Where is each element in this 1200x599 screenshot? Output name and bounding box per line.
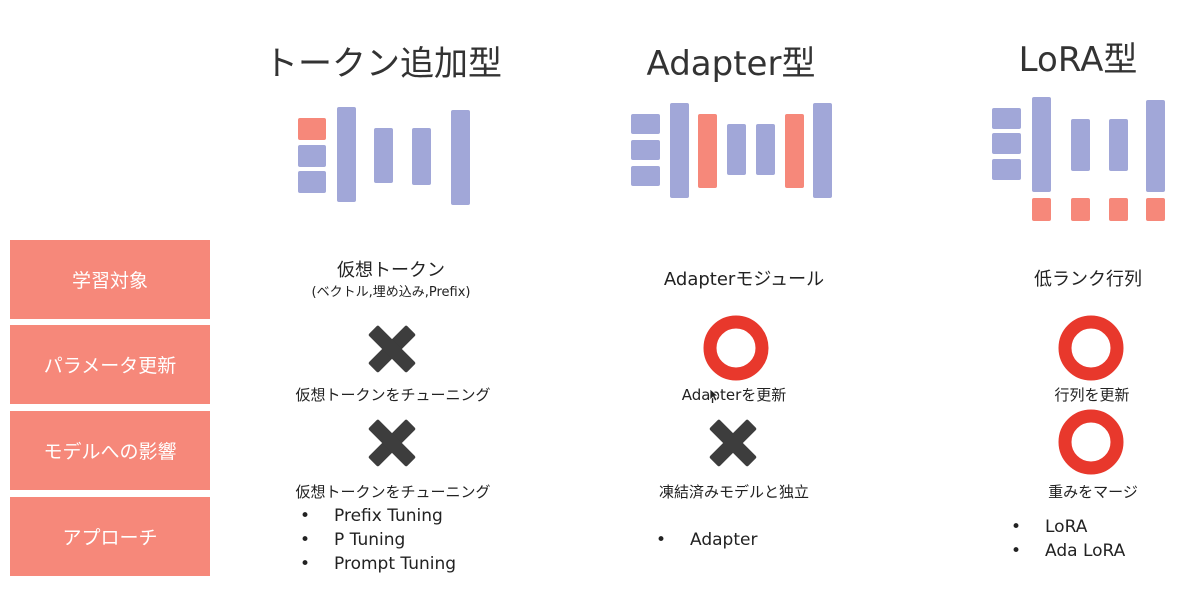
token-block (631, 140, 660, 160)
layer-bar (451, 110, 470, 205)
list-item: LoRA (1011, 515, 1125, 539)
list-item: Prefix Tuning (300, 504, 456, 528)
token-block (298, 145, 326, 167)
lora-matrix-block (1071, 198, 1090, 221)
mouse-cursor-icon (709, 388, 719, 402)
influence-caption-adapter: 凍結済みモデルと独立 (658, 483, 810, 501)
layer-bar (1146, 100, 1165, 192)
row-label-approach: アプローチ (10, 497, 210, 576)
adapter-bar (698, 114, 717, 188)
approach-list-token: Prefix Tuning P Tuning Prompt Tuning (300, 504, 456, 576)
list-item: P Tuning (300, 528, 456, 552)
target-token: 仮想トークン (337, 260, 445, 281)
circle-icon (1058, 315, 1124, 381)
row-label-influence: モデルへの影響 (10, 411, 210, 490)
layer-bar (1032, 97, 1051, 192)
row-label-update: パラメータ更新 (10, 325, 210, 404)
layer-bar (727, 124, 746, 175)
influence-caption-token: 仮想トークンをチューニング (295, 483, 491, 501)
layer-bar (1071, 119, 1090, 171)
cross-icon (368, 325, 416, 373)
token-block (631, 114, 660, 134)
adapter-bar (785, 114, 804, 188)
cross-icon (709, 419, 757, 467)
update-caption-token: 仮想トークンをチューニング (295, 386, 491, 404)
row-label-target: 学習対象 (10, 240, 210, 319)
token-block (992, 108, 1021, 129)
lora-matrix-block (1146, 198, 1165, 221)
target-token-sub: (ベクトル,埋め込み,Prefix) (311, 285, 471, 300)
update-caption-adapter: Adapterを更新 (681, 386, 787, 404)
token-block (992, 159, 1021, 180)
approach-list-lora: LoRA Ada LoRA (1011, 515, 1125, 563)
layer-bar (1109, 119, 1128, 171)
column-title-lora: LoRA型 (1018, 40, 1138, 80)
lora-matrix-block (1032, 198, 1051, 221)
layer-bar (670, 103, 689, 198)
list-item: Ada LoRA (1011, 539, 1125, 563)
token-block (631, 166, 660, 186)
circle-icon (1058, 409, 1124, 475)
token-block (298, 171, 326, 193)
layer-bar (337, 107, 356, 202)
influence-caption-lora: 重みをマージ (1048, 483, 1138, 501)
token-block (992, 133, 1021, 154)
layer-bar (813, 103, 832, 198)
lora-matrix-block (1109, 198, 1128, 221)
circle-icon (703, 315, 769, 381)
cross-icon (368, 419, 416, 467)
column-title-adapter: Adapter型 (646, 44, 816, 84)
virtual-token-block (298, 118, 326, 140)
column-title-token: トークン追加型 (264, 44, 502, 84)
target-lora: 低ランク行列 (1034, 269, 1142, 290)
layer-bar (756, 124, 775, 175)
layer-bar (412, 128, 431, 185)
update-caption-lora: 行列を更新 (1054, 386, 1130, 404)
target-adapter: Adapterモジュール (663, 269, 825, 290)
list-item: Adapter (656, 528, 757, 552)
list-item: Prompt Tuning (300, 552, 456, 576)
layer-bar (374, 128, 393, 183)
approach-list-adapter: Adapter (656, 528, 757, 552)
